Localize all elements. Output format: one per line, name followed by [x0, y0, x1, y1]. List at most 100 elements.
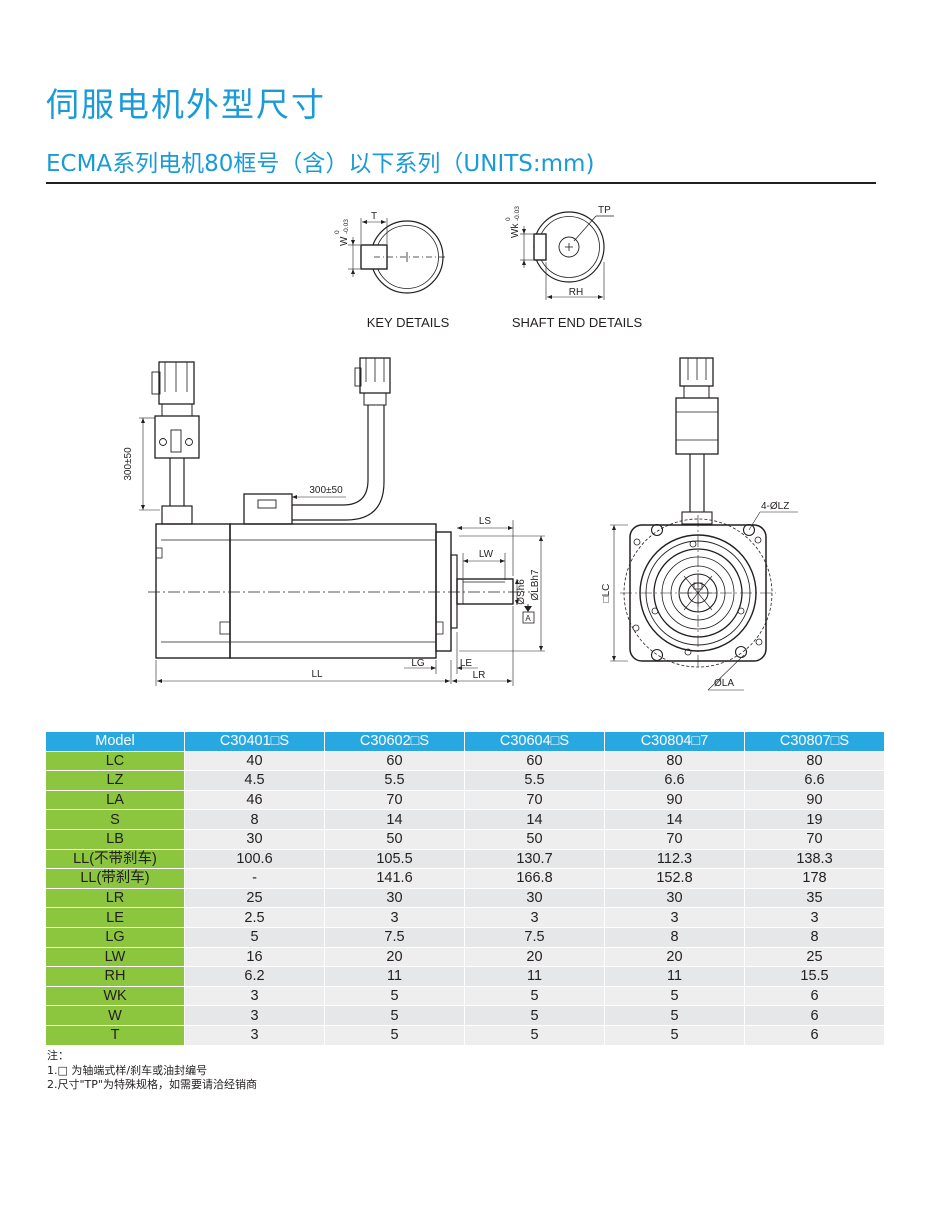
table-cell: 3	[185, 1006, 325, 1026]
shaft-end-details-label: SHAFT END DETAILS	[512, 315, 643, 330]
table-cell: 3	[325, 908, 465, 928]
table-cell: 3	[605, 908, 745, 928]
key-w-tol-lower: -0.03	[343, 219, 350, 234]
table-cell: 14	[605, 810, 745, 830]
motor-front-view	[610, 357, 798, 691]
spec-table: Model C30401□S C30602□S C30604□S C30804□…	[46, 732, 885, 1046]
table-cell: 70	[745, 829, 885, 850]
table-cell: 141.6	[325, 869, 465, 889]
dim-le-label: LE	[460, 658, 473, 669]
datum-a-label: A	[525, 614, 531, 623]
table-cell: 60	[465, 751, 605, 772]
key-w-tol-upper: 0	[334, 230, 341, 234]
table-cell: 5	[465, 1025, 605, 1046]
table-cell: 5.5	[465, 771, 605, 791]
row-label: LZ	[46, 771, 185, 791]
dim-lc-label: □LC	[601, 584, 612, 603]
table-cell: 3	[745, 908, 885, 928]
cable-length-horizontal: 300±50	[309, 485, 343, 496]
notes-heading: 注：	[47, 1049, 69, 1062]
table-cell: 11	[605, 967, 745, 987]
row-label: LG	[46, 927, 185, 948]
dim-lbh7-label: ØLBh7	[530, 569, 541, 601]
table-header-row: Model C30401□S C30602□S C30604□S C30804□…	[46, 732, 885, 752]
table-cell: 35	[745, 888, 885, 909]
table-cell: 112.3	[605, 849, 745, 870]
table-cell: 3	[185, 1025, 325, 1046]
table-cell: 70	[465, 790, 605, 811]
table-cell: 20	[325, 947, 465, 968]
table-cell: 25	[745, 947, 885, 968]
row-label: LC	[46, 751, 185, 772]
table-cell: 3	[185, 986, 325, 1007]
row-label: LB	[46, 829, 185, 850]
table-cell: 8	[185, 810, 325, 830]
key-t-label: T	[371, 211, 377, 222]
dim-lr-label: LR	[473, 670, 486, 681]
table-cell: 8	[605, 927, 745, 948]
dimension-drawings: T W 0 -0.03 KEY DETAILS TP RH Wk 0 -0.03…	[123, 205, 798, 691]
table-cell: 70	[605, 829, 745, 850]
table-cell: 6.6	[745, 771, 885, 791]
dim-ls-label: LS	[479, 516, 492, 527]
row-label: T	[46, 1025, 185, 1046]
dim-ll-label: LL	[311, 669, 323, 680]
table-cell: 6	[745, 1006, 885, 1026]
table-cell: 6	[745, 1025, 885, 1046]
table-cell: 60	[325, 751, 465, 772]
table-cell: 100.6	[185, 849, 325, 870]
table-cell: 20	[605, 947, 745, 968]
table-cell: 90	[605, 790, 745, 811]
table-cell: 25	[185, 888, 325, 909]
table-header-cell: C30602□S	[325, 732, 465, 752]
table-cell: 14	[465, 810, 605, 830]
page-title: 伺服电机外型尺寸	[46, 85, 326, 124]
note-item: 1.□ 为轴端式样/刹车或油封编号	[47, 1063, 208, 1077]
subtitle-divider	[46, 182, 876, 184]
table-header-cell: C30604□S	[465, 732, 605, 752]
table-cell: 30	[605, 888, 745, 909]
dim-la-label: ØLA	[714, 678, 734, 689]
table-cell: 6.2	[185, 967, 325, 987]
shaft-wk-tol-upper: 0	[505, 217, 512, 221]
table-header-cell: C30401□S	[185, 732, 325, 752]
key-details-drawing	[348, 218, 445, 294]
row-label: LW	[46, 947, 185, 968]
motor-side-view	[139, 357, 545, 686]
table-header-cell: C30807□S	[745, 732, 885, 752]
dim-sh6-label: ØSh6	[516, 579, 527, 605]
key-w-label: W	[339, 236, 350, 246]
note-item: 2.尺寸"TP"为特殊规格，如需要请洽经销商	[47, 1078, 257, 1091]
table-cell: 5	[465, 1006, 605, 1026]
table-cell: 166.8	[465, 869, 605, 889]
table-cell: 5	[185, 927, 325, 948]
row-label: WK	[46, 986, 185, 1007]
table-cell: 15.5	[745, 967, 885, 987]
table-header-cell: C30804□7	[605, 732, 745, 752]
key-details-label: KEY DETAILS	[367, 315, 450, 330]
table-cell: 50	[325, 829, 465, 850]
table-cell: 6.6	[605, 771, 745, 791]
row-label: W	[46, 1006, 185, 1026]
shaft-wk-label: Wk	[510, 223, 521, 238]
table-cell: 11	[325, 967, 465, 987]
table-cell: 105.5	[325, 849, 465, 870]
table-cell: 46	[185, 790, 325, 811]
table-cell: 4.5	[185, 771, 325, 791]
row-label: LL(不带刹车)	[46, 849, 185, 870]
table-cell: 6	[745, 986, 885, 1007]
table-cell: 14	[325, 810, 465, 830]
table-cell: 30	[325, 888, 465, 909]
table-cell: 138.3	[745, 849, 885, 870]
table-cell: 19	[745, 810, 885, 830]
